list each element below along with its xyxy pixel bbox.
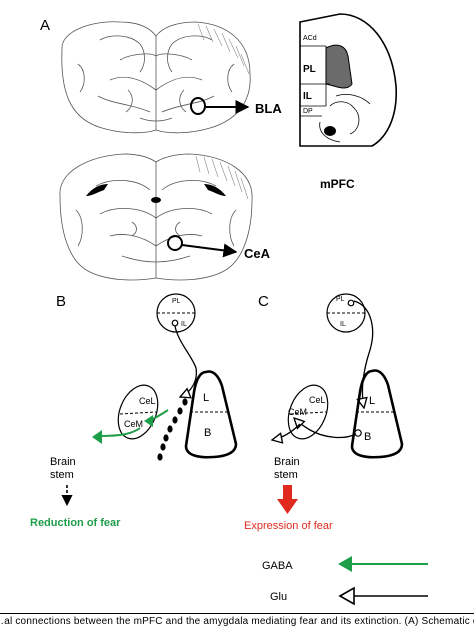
cortex-stripes-upper [197,23,250,75]
b-cea-divider [119,411,157,415]
figure-caption: …al connections between the mPFC and the… [0,613,474,630]
legend-glu-symbol [338,586,355,606]
b-il-projection [174,325,198,397]
cea-marker [167,235,183,251]
mpfc-label: mPFC [320,177,355,191]
bla-marker [190,97,206,115]
ventricle-center [151,197,161,203]
b-gaba-inhibition-head-cem [144,415,153,427]
b-pl-label: PL [172,298,181,305]
mpfc-pl-label: PL [303,64,316,75]
b-b-label: B [204,427,211,439]
c-amygdala-triangle [350,369,404,459]
c-pl-neuron [347,299,355,307]
b-l-label: L [203,392,209,404]
mpfc-acd-label: ACd [303,35,317,42]
c-outcome-label: Expression of fear [244,520,333,532]
b-cem-label: CeM [124,419,143,429]
bla-label: BLA [255,101,282,116]
c-brainstem-line1: Brain [274,456,300,468]
c-cea-ellipse [287,384,329,440]
c-bla-to-cem-projection [294,418,357,439]
b-il-neuron [171,319,179,327]
b-brainstem-line2: stem [50,469,74,481]
b-il-label: IL [181,321,187,328]
legend: GABA Glu [262,556,428,606]
c-brainstem-line2: stem [274,469,298,481]
c-fear-arrow [277,485,298,514]
c-il-label: IL [340,321,346,328]
coronal-section-lower [59,153,253,281]
c-cem-label: CeM [288,407,307,417]
b-amygdala-triangle [184,370,238,459]
c-cel-label: CeL [309,395,326,405]
c-cea-divider [289,411,327,415]
legend-glu-label: Glu [270,591,287,603]
cortex-stripes-lower [195,155,249,200]
b-itc-cells [157,398,188,461]
panel-c-letter: C [258,293,269,310]
b-gaba-inhibition-to-brainstem [99,427,141,437]
ventricle-right [204,184,226,196]
panel-a: A BLA [40,13,397,281]
c-bla-neuron [354,429,362,437]
panel-b: B PL IL L B CeL CeM Brain stem Red [30,293,238,529]
panel-c: C PL IL L B CeL CeM Brain stem Expressio… [244,293,404,532]
legend-gaba-symbol [338,556,352,572]
c-cem-to-brainstem-projection [272,423,301,440]
b-gaba-inhibition-head-brainstem [92,430,102,444]
cea-arrow [181,243,238,258]
mpfc-shaded-region [325,44,353,89]
ventricle-left [86,184,108,196]
c-l-label: L [369,395,375,407]
b-outcome-label: Reduction of fear [30,517,121,529]
panel-b-letter: B [56,293,66,310]
b-brainstem-line1: Brain [50,456,76,468]
mpfc-il-label: IL [303,91,312,102]
mpfc-section: ACd PL IL DP [299,13,397,147]
mpfc-dp-label: DP [303,108,313,115]
coronal-section-upper [61,21,251,134]
c-pl-label: PL [336,296,345,303]
cea-label: CeA [244,246,271,261]
panel-a-letter: A [40,17,50,34]
c-pl-projection [353,300,374,408]
legend-gaba-label: GABA [262,560,293,572]
c-b-label: B [364,431,371,443]
b-cel-label: CeL [139,396,156,406]
